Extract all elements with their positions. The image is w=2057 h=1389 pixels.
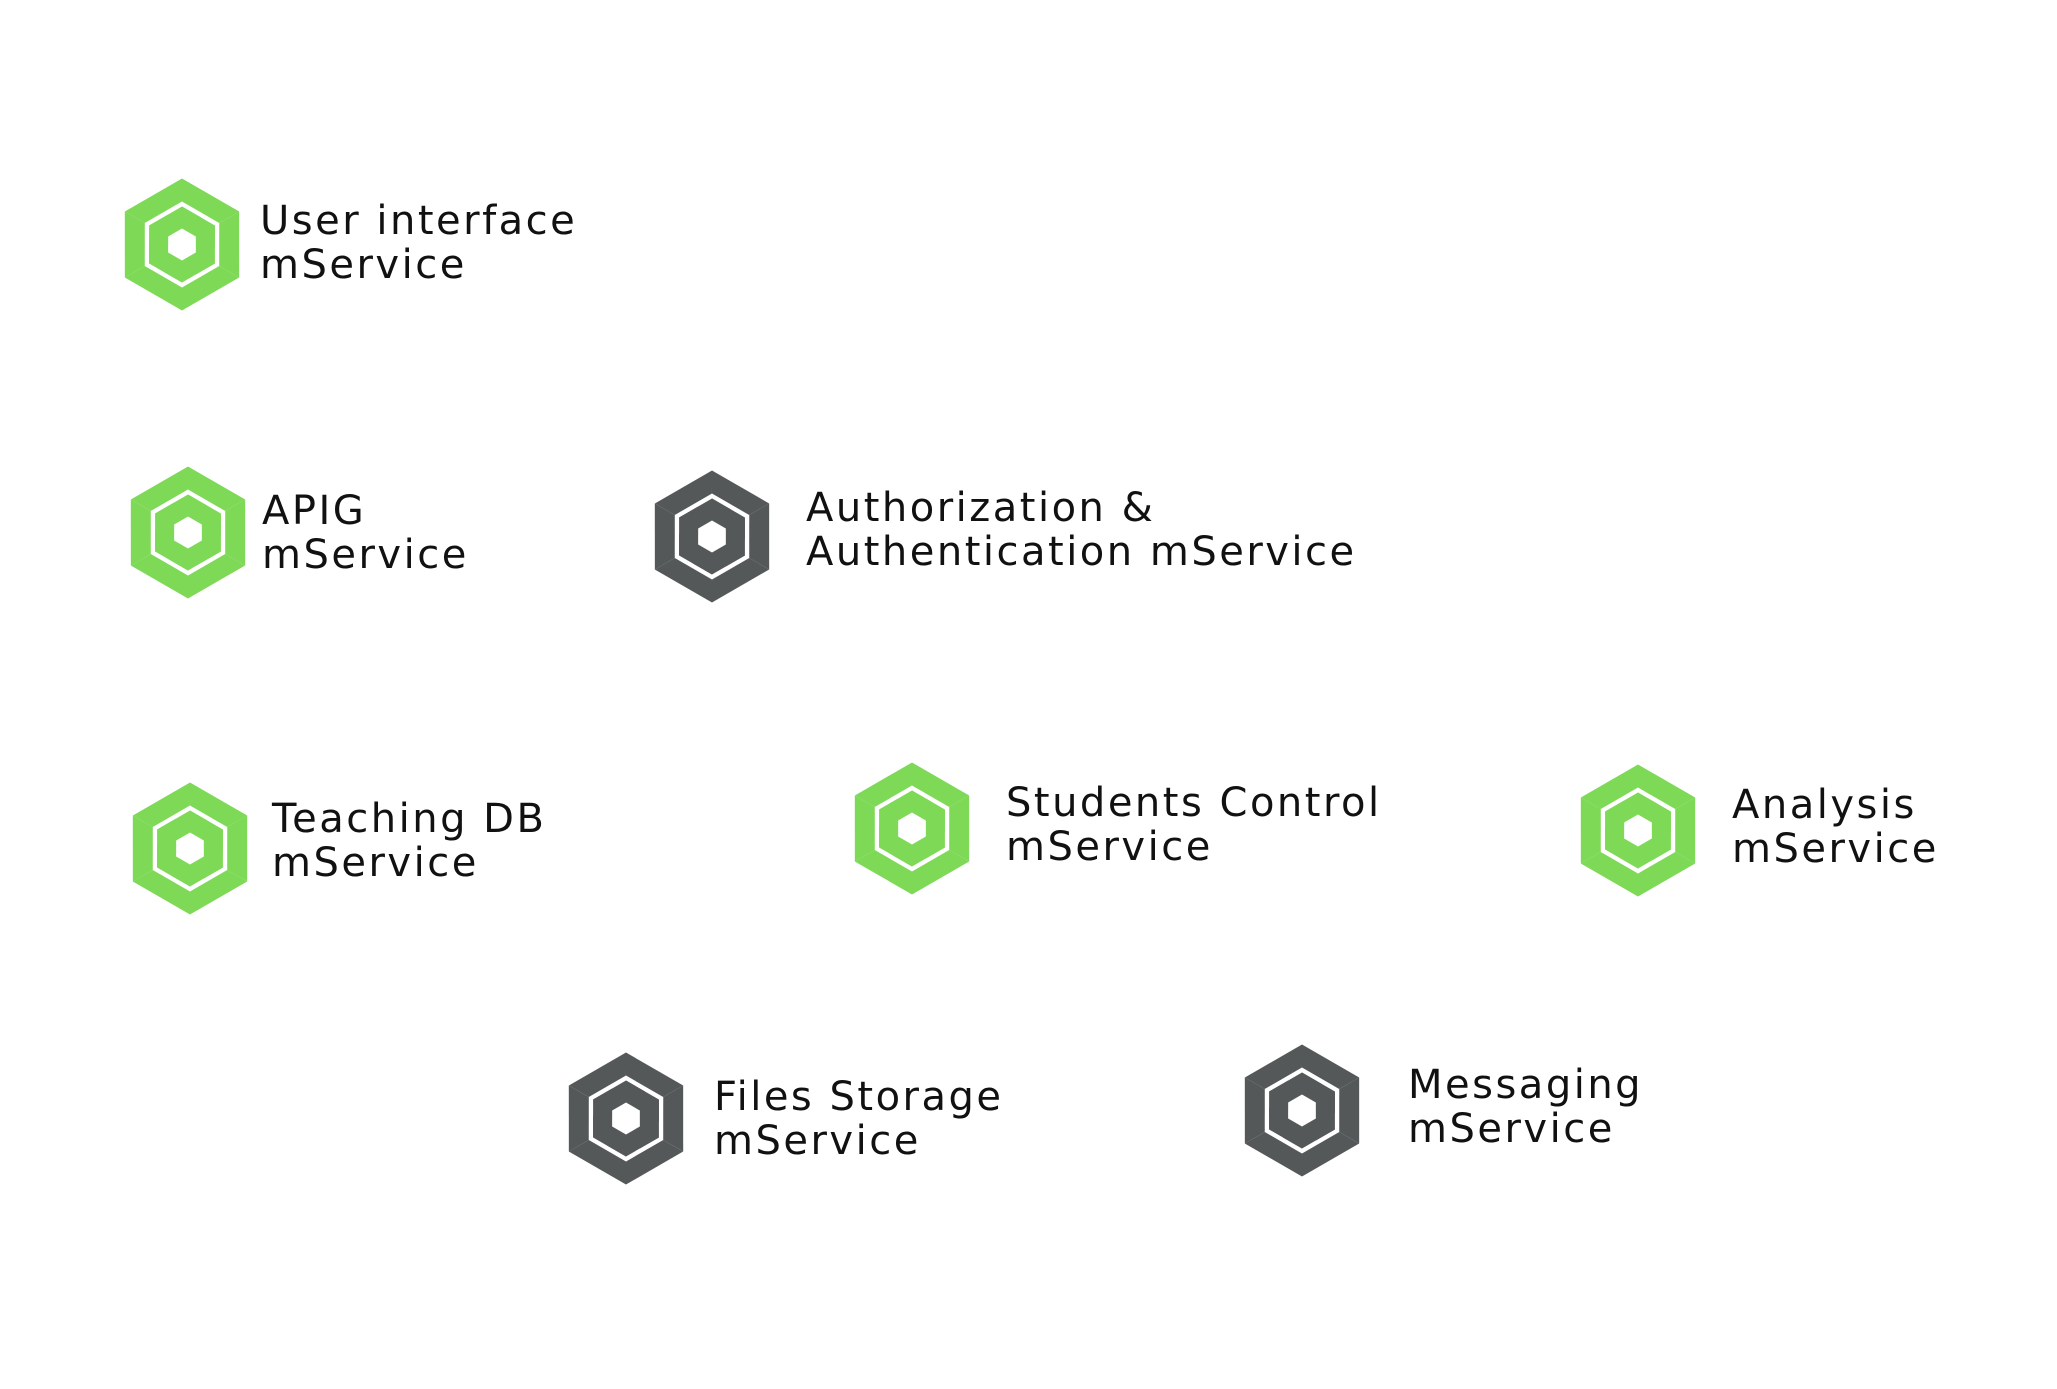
service-label-line1: Messaging xyxy=(1408,1062,1644,1108)
service-label: Files Storage mService xyxy=(714,1075,1004,1163)
service-label-line2: mService xyxy=(1408,1106,1615,1152)
hexagon-spiral-logo-icon xyxy=(558,1041,694,1196)
hexagon-spiral-logo-icon xyxy=(1234,1033,1370,1188)
service-students-control: Students Control mService xyxy=(844,751,1424,911)
service-files-storage: Files Storage mService xyxy=(558,1041,1078,1201)
service-label: Students Control mService xyxy=(1006,781,1382,869)
service-teaching-db: Teaching DB mService xyxy=(122,771,642,931)
service-label-line1: Teaching DB xyxy=(272,796,547,842)
hexagon-spiral-logo-icon xyxy=(120,455,256,610)
hexagon-spiral-logo-icon xyxy=(644,459,780,614)
service-label-line1: Analysis xyxy=(1732,782,1917,828)
service-label-line2: mService xyxy=(1006,824,1213,870)
service-label: APIG mService xyxy=(262,489,469,577)
hexagon-spiral-logo-icon xyxy=(122,771,258,926)
service-label-line2: Authentication mService xyxy=(806,529,1357,575)
service-analysis: Analysis mService xyxy=(1570,753,2010,913)
service-label-line1: APIG xyxy=(262,488,367,534)
service-label: Teaching DB mService xyxy=(272,797,546,885)
service-label-line2: mService xyxy=(1732,826,1939,872)
service-label-line2: mService xyxy=(272,840,479,886)
service-label-line2: mService xyxy=(262,532,469,578)
service-label-line2: mService xyxy=(260,242,467,288)
hexagon-spiral-logo-icon xyxy=(114,167,250,322)
service-label: Authorization & Authentication mService xyxy=(806,486,1357,574)
service-authorization: Authorization & Authentication mService xyxy=(644,459,1404,619)
service-label: Analysis mService xyxy=(1732,783,1939,871)
service-label-line1: Authorization & xyxy=(806,485,1156,531)
service-label: User interface mService xyxy=(260,199,577,287)
service-apig: APIG mService xyxy=(120,455,520,615)
service-messaging: Messaging mService xyxy=(1234,1033,1714,1193)
service-user-interface: User interface mService xyxy=(114,167,634,327)
hexagon-spiral-logo-icon xyxy=(844,751,980,906)
service-label-line1: Students Control xyxy=(1006,780,1382,826)
service-label-line1: Files Storage xyxy=(714,1074,1004,1120)
service-label-line1: User interface xyxy=(260,198,578,244)
service-label: Messaging mService xyxy=(1408,1063,1643,1151)
service-label-line2: mService xyxy=(714,1118,921,1164)
hexagon-spiral-logo-icon xyxy=(1570,753,1706,908)
